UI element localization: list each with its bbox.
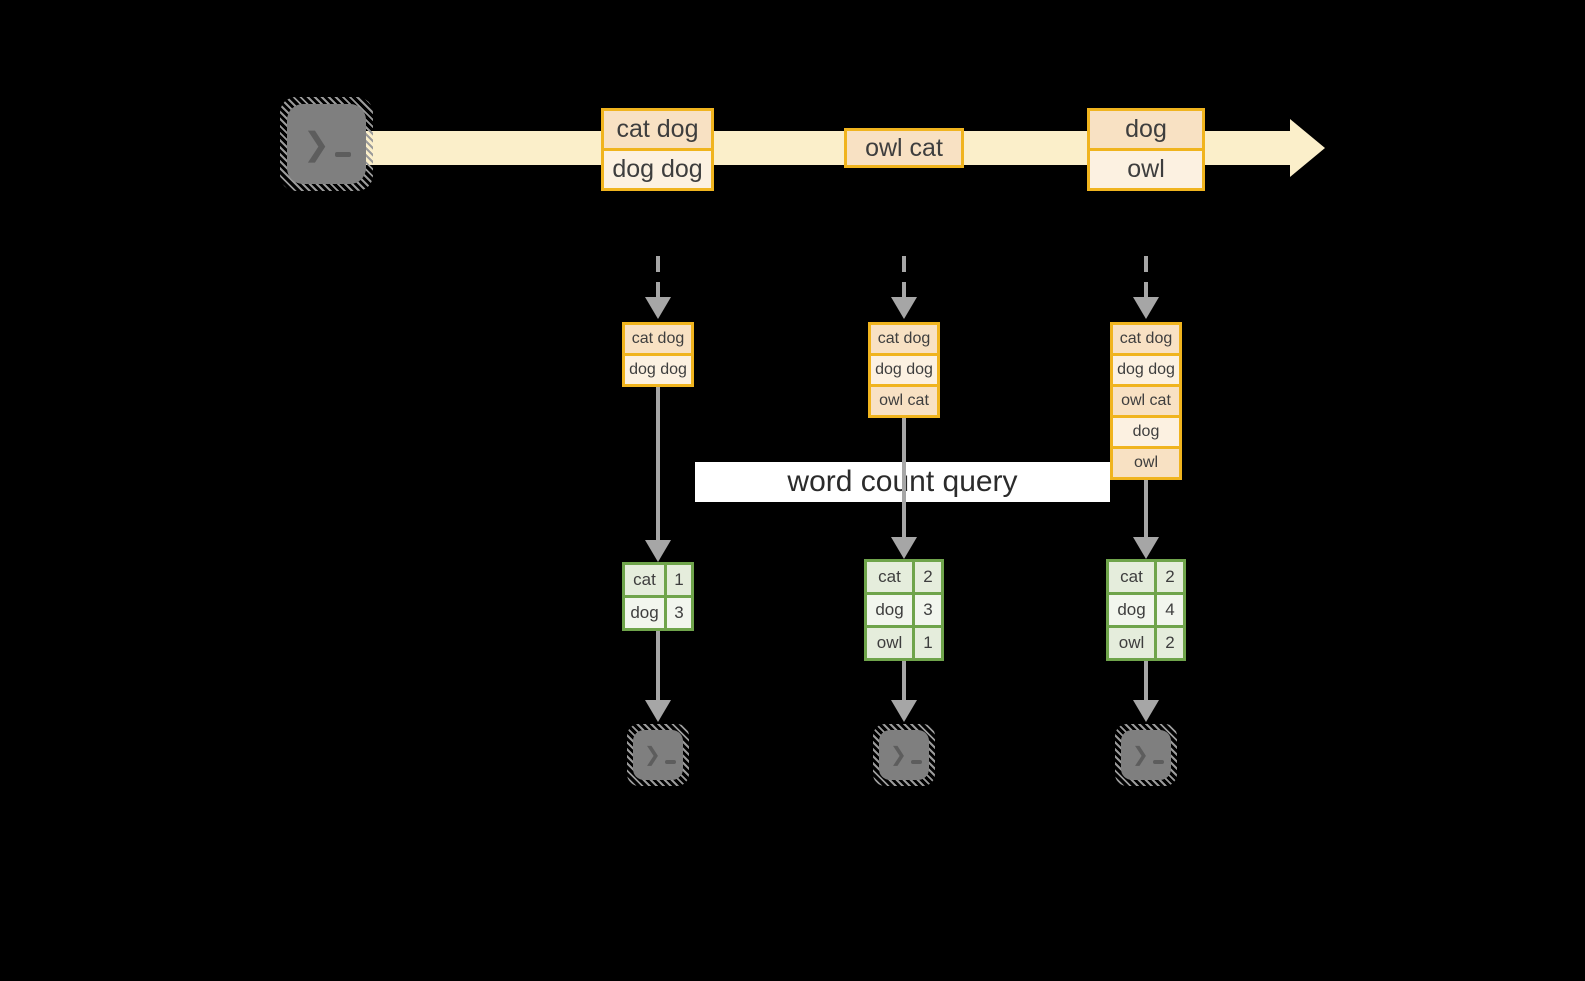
counts-to-sink-arrowhead (1133, 700, 1159, 722)
sink-terminal-icon: ❯ (627, 724, 689, 786)
state-record: dog dog (625, 356, 691, 384)
count-word: cat (625, 565, 664, 595)
count-word: dog (625, 598, 664, 628)
stream-record: dog (1090, 111, 1202, 148)
stream-record: cat dog (604, 111, 711, 148)
stream-record: dog dog (604, 151, 711, 188)
prompt-cursor-icon (334, 151, 351, 157)
prompt-chevron-icon: ❯ (1132, 744, 1149, 766)
state-record: cat dog (625, 325, 691, 353)
stream-to-state-dashed-line (902, 256, 906, 298)
state-record: owl (1113, 449, 1179, 477)
stream-to-state-dashed-line (656, 256, 660, 298)
prompt-cursor-icon (664, 759, 676, 764)
state-to-counts-arrowhead (1133, 537, 1159, 559)
count-word: dog (867, 595, 912, 625)
count-value: 1 (667, 565, 691, 595)
terminal-screen: ❯ (879, 730, 929, 780)
count-value: 3 (915, 595, 941, 625)
stream-batch-3: dog owl (1087, 108, 1205, 191)
terminal-screen: ❯ (287, 104, 366, 184)
terminal-screen: ❯ (1121, 730, 1171, 780)
state-box-2: cat dog dog dog owl cat (868, 322, 940, 418)
count-value: 2 (1157, 562, 1183, 592)
count-word: cat (1109, 562, 1154, 592)
count-value: 4 (1157, 595, 1183, 625)
prompt-chevron-icon: ❯ (303, 126, 330, 162)
state-record: dog (1113, 418, 1179, 446)
state-record: cat dog (871, 325, 937, 353)
counts-to-sink-arrowhead (645, 700, 671, 722)
counts-to-sink-arrowhead (891, 700, 917, 722)
counts-to-sink-line (1144, 661, 1148, 700)
state-record: owl cat (871, 387, 937, 415)
count-table-3: cat 2 dog 4 owl 2 (1106, 559, 1186, 661)
source-terminal-icon: ❯ (280, 97, 373, 191)
sink-terminal-icon: ❯ (873, 724, 935, 786)
state-record: owl cat (1113, 387, 1179, 415)
count-value: 1 (915, 628, 941, 658)
state-record: cat dog (1113, 325, 1179, 353)
stream-record: owl (1090, 151, 1202, 188)
count-value: 2 (915, 562, 941, 592)
count-word: dog (1109, 595, 1154, 625)
state-to-counts-line (1144, 480, 1148, 537)
state-to-counts-arrowhead (645, 540, 671, 562)
sink-terminal-icon: ❯ (1115, 724, 1177, 786)
counts-to-sink-line (656, 631, 660, 700)
stream-record: owl cat (847, 131, 961, 165)
stream-batch-1: cat dog dog dog (601, 108, 714, 191)
state-box-1: cat dog dog dog (622, 322, 694, 387)
prompt-chevron-icon: ❯ (644, 744, 661, 766)
count-table-2: cat 2 dog 3 owl 1 (864, 559, 944, 661)
state-to-counts-line (656, 387, 660, 540)
count-word: cat (867, 562, 912, 592)
prompt-chevron-icon: ❯ (890, 744, 907, 766)
stream-to-state-arrowhead (1133, 297, 1159, 319)
stream-to-state-arrowhead (645, 297, 671, 319)
state-to-counts-arrowhead (891, 537, 917, 559)
prompt-cursor-icon (1152, 759, 1164, 764)
count-table-1: cat 1 dog 3 (622, 562, 694, 631)
state-record: dog dog (1113, 356, 1179, 384)
stream-arrowhead (1290, 119, 1325, 177)
state-box-3: cat dog dog dog owl cat dog owl (1110, 322, 1182, 480)
counts-to-sink-line (902, 661, 906, 700)
prompt-cursor-icon (910, 759, 922, 764)
count-value: 2 (1157, 628, 1183, 658)
stream-to-state-arrowhead (891, 297, 917, 319)
count-word: owl (867, 628, 912, 658)
state-to-counts-line (902, 418, 906, 537)
state-record: dog dog (871, 356, 937, 384)
stream-to-state-dashed-line (1144, 256, 1148, 298)
stream-batch-2: owl cat (844, 128, 964, 168)
terminal-screen: ❯ (633, 730, 683, 780)
count-value: 3 (667, 598, 691, 628)
count-word: owl (1109, 628, 1154, 658)
